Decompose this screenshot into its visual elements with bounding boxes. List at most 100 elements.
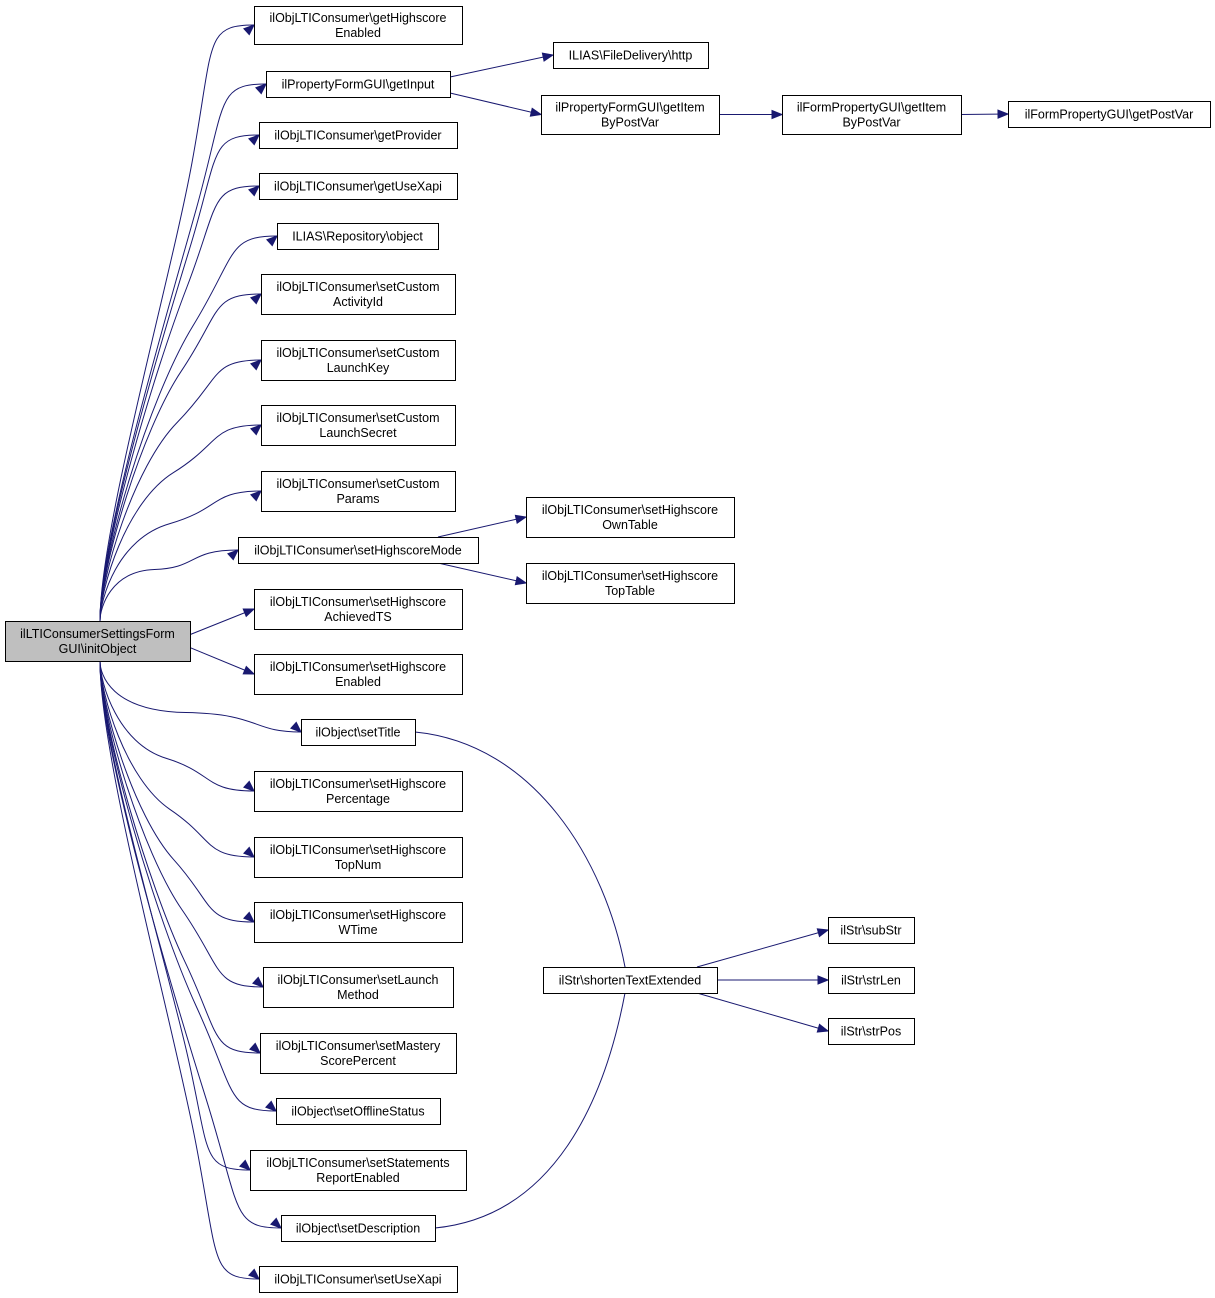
node-box [254, 837, 463, 878]
node-n_getUseXapi[interactable]: ilObjLTIConsumer\getUseXapi [259, 173, 458, 200]
node-label: ilObjLTIConsumer\setCustom [276, 280, 439, 294]
arrowhead [243, 911, 256, 923]
node-box [828, 917, 915, 944]
arrowhead [248, 185, 261, 197]
edge-line [99, 660, 261, 1054]
arrowhead [243, 24, 256, 36]
node-label: ilObjLTIConsumer\setHighscore [542, 503, 718, 517]
node-n_getInput[interactable]: ilPropertyFormGUI\getInput [266, 71, 451, 98]
node-label: ilObjLTIConsumer\setMastery [276, 1039, 441, 1053]
arrowhead [270, 1217, 283, 1229]
arrowhead [248, 134, 261, 146]
edge-line [696, 992, 829, 1032]
edge-n_formPropGetItemByPostVar-to-n_getPostVar [960, 109, 1010, 119]
arrowhead [529, 107, 543, 117]
node-n_getProvider[interactable]: ilObjLTIConsumer\getProvider [259, 122, 458, 149]
arrowhead [249, 1042, 262, 1054]
arrowhead [252, 976, 265, 988]
arrowhead [817, 975, 830, 985]
node-box [541, 95, 720, 135]
arrowhead [250, 490, 263, 502]
arrowhead [514, 514, 528, 524]
node-box [260, 1033, 457, 1074]
node-n_setTitle[interactable]: ilObject\setTitle [301, 719, 416, 746]
node-label: ilObject\setOfflineStatus [291, 1105, 424, 1119]
node-label: ByPostVar [601, 116, 659, 130]
node-n_strLen[interactable]: ilStr\strLen [828, 967, 915, 994]
node-box [259, 1266, 458, 1293]
node-n_setStatementsReportEnabled[interactable]: ilObjLTIConsumer\setStatementsReportEnab… [250, 1150, 467, 1191]
node-n_shortenTextExtended[interactable]: ilStr\shortenTextExtended [543, 967, 718, 994]
arrowhead [997, 109, 1010, 119]
node-label: GUI\initObject [59, 642, 137, 656]
node-n_subStr[interactable]: ilStr\subStr [828, 917, 915, 944]
node-box [277, 223, 439, 250]
node-box [266, 71, 451, 98]
node-n_setOfflineStatus[interactable]: ilObject\setOfflineStatus [276, 1098, 441, 1125]
node-box [526, 497, 735, 538]
node-box [254, 771, 463, 812]
node-label: ilStr\shortenTextExtended [559, 974, 701, 988]
edge-line [99, 660, 264, 988]
edge-line [99, 235, 278, 622]
node-box [828, 967, 915, 994]
node-n_http[interactable]: ILIAS\FileDelivery\http [553, 42, 709, 69]
edge-root-to-n_getHighscoreEnabled [99, 24, 256, 622]
arrowhead [541, 52, 555, 62]
edge-root-to-n_getProvider [99, 134, 261, 622]
node-n_setDescription[interactable]: ilObject\setDescription [281, 1215, 436, 1242]
node-n_setUseXapi[interactable]: ilObjLTIConsumer\setUseXapi [259, 1266, 458, 1293]
arrowhead [514, 576, 528, 586]
edge-root-to-n_getInput [99, 83, 268, 622]
edge-n_getItemByPostVar-to-n_formPropGetItemByPostVar [719, 109, 784, 120]
node-box [5, 621, 191, 662]
edge-line [99, 660, 277, 1112]
node-label: OwnTable [602, 518, 658, 532]
node-label: ILIAS\FileDelivery\http [569, 49, 693, 63]
node-label: TopTable [605, 584, 655, 598]
arrowhead [242, 665, 256, 675]
node-n_getPostVar[interactable]: ilFormPropertyGUI\getPostVar [1008, 101, 1211, 128]
edge-root-to-n_setHighscoreMode [99, 549, 240, 622]
node-box [254, 6, 463, 45]
edge-root-to-n_setStatementsReportEnabled [99, 660, 252, 1171]
arrowhead [816, 928, 830, 938]
node-label: ActivityId [333, 295, 383, 309]
node-label: ilLTIConsumerSettingsForm [20, 627, 175, 641]
node-label: ilObjLTIConsumer\setHighscore [270, 660, 446, 674]
node-box [261, 471, 456, 512]
node-label: ilObjLTIConsumer\setHighscoreMode [254, 544, 462, 558]
node-box [259, 122, 458, 149]
node-label: ScorePercent [320, 1054, 396, 1068]
edge-root-to-n_setHighscoreTopNum [99, 660, 256, 858]
node-box [254, 589, 463, 630]
node-label: Enabled [335, 26, 381, 40]
node-n_setHighscoreMode[interactable]: ilObjLTIConsumer\setHighscoreMode [238, 537, 479, 564]
node-label: ilObjLTIConsumer\setUseXapi [274, 1273, 441, 1287]
node-label: ilObjLTIConsumer\getHighscore [270, 11, 447, 25]
arrowhead [250, 424, 263, 436]
arrowhead [250, 293, 263, 305]
node-n_repoObject[interactable]: ILIAS\Repository\object [277, 223, 439, 250]
node-box [250, 1150, 467, 1191]
edge-root-to-n_setMasteryScorePercent [99, 660, 262, 1054]
node-n_strPos[interactable]: ilStr\strPos [828, 1018, 915, 1045]
